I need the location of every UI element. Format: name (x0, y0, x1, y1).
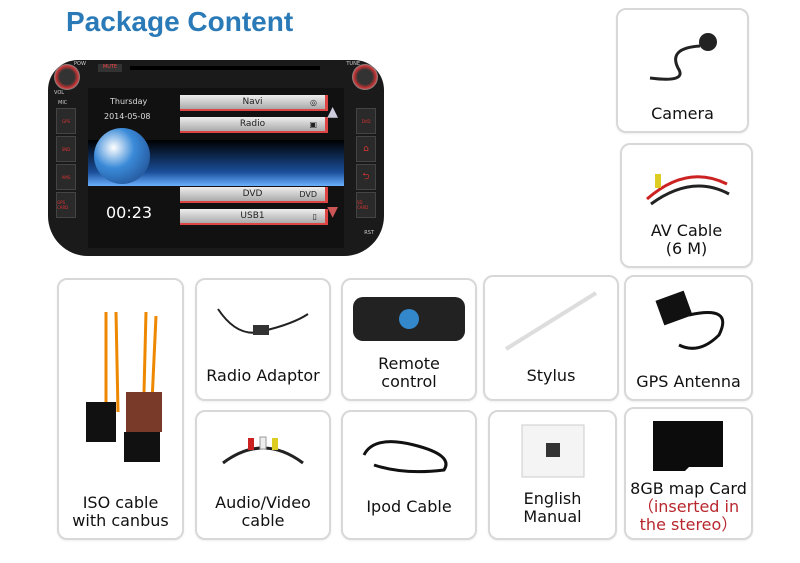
item-english-manual: English Manual (488, 410, 617, 540)
disc-slot (130, 66, 320, 70)
audio-video-cable-image (197, 412, 329, 494)
item-label: Audio/Video (215, 493, 311, 512)
clock-text: 00:23 (106, 203, 153, 222)
item-label: Remote (378, 354, 440, 373)
item-label: Stylus (526, 366, 576, 385)
back-button: ⮌ (356, 164, 376, 190)
tune-knob (352, 64, 378, 90)
item-label: Radio Adaptor (206, 366, 320, 385)
volume-knob (54, 64, 80, 90)
item-sublabel: control (381, 372, 437, 391)
day-text: Thursday (110, 97, 148, 106)
rst-label: RST (364, 230, 374, 236)
item-sublabel: cable (241, 511, 285, 530)
home-button: ⌂ (356, 136, 376, 162)
item-label: ISO cable (82, 493, 159, 512)
item-stylus: Stylus (483, 275, 619, 401)
stylus-image (485, 277, 617, 367)
mute-button: MUTE (98, 64, 122, 72)
radio-adaptor-image (197, 280, 329, 367)
av-cable-image (622, 145, 751, 222)
gps-card-slot: GPS CARD (56, 192, 76, 218)
tune-label: TUNE (346, 61, 360, 67)
item-note: the stereo） (639, 515, 738, 534)
sd-card-slot: SD CARD (356, 192, 376, 218)
sd-card-image (626, 409, 751, 480)
date-text: 2014-05-08 (104, 112, 151, 121)
menu-dvd: DVD DVD (180, 187, 328, 203)
gps-antenna-image (626, 277, 751, 373)
ams-button: AMS (56, 164, 76, 190)
gps-button: GPS (56, 108, 76, 134)
menu-label: Radio (239, 119, 266, 129)
usb-icon: ▯ (312, 211, 317, 221)
ipod-cable-image (343, 412, 475, 498)
item-label: AV Cable (650, 221, 723, 240)
radio-icon: ▣ (309, 119, 317, 129)
item-map-card: 8GB map Card （inserted in the stereo） (624, 407, 753, 540)
item-sublabel: with canbus (72, 511, 169, 530)
dvd-icon: DVD (299, 189, 317, 199)
item-av-cable: AV Cable (6 M) (620, 143, 753, 268)
item-iso-cable: ISO cable with canbus (57, 278, 184, 540)
dvd-button: DVD (356, 108, 376, 134)
page-title: Package Content (66, 6, 294, 37)
item-sublabel: (6 M) (665, 239, 708, 258)
item-label: 8GB map Card (630, 479, 747, 498)
navi-icon: ◎ (310, 97, 317, 107)
item-ipod-cable: Ipod Cable (341, 410, 477, 540)
menu-radio: Radio ▣ (180, 117, 328, 133)
snd-button: SND (56, 136, 76, 162)
menu-usb1: USB1 ▯ (180, 209, 328, 225)
menu-navi: Navi ◎ (180, 95, 328, 111)
scroll-down-icon: ▼ (327, 204, 338, 220)
vol-label: VOL (54, 90, 65, 96)
item-camera: Camera (616, 8, 749, 133)
car-stereo-image: POW TUNE VOL MIC RST MUTE GPS SND AMS GP… (48, 60, 384, 256)
item-gps-antenna: GPS Antenna (624, 275, 753, 401)
menu-label: Navi (242, 97, 263, 107)
menu-label: USB1 (240, 211, 265, 221)
remote-image (343, 280, 475, 355)
item-label: GPS Antenna (636, 372, 741, 391)
camera-image (618, 10, 747, 105)
globe-icon (94, 128, 150, 184)
iso-cable-image (59, 280, 182, 494)
item-radio-adaptor: Radio Adaptor (195, 278, 331, 401)
stereo-screen: Thursday 2014-05-08 00:23 Navi ◎ Radio ▣ D… (88, 88, 344, 248)
pow-label: POW (74, 61, 86, 67)
item-note: （inserted in (637, 497, 740, 516)
mic-label: MIC (58, 100, 68, 106)
item-label: English (523, 489, 582, 508)
item-label: Camera (651, 104, 714, 123)
scroll-up-icon: ▲ (327, 104, 338, 120)
item-remote: Remote control (341, 278, 477, 401)
item-sublabel: Manual (523, 507, 582, 526)
item-label: Ipod Cable (366, 497, 452, 516)
item-audio-video-cable: Audio/Video cable (195, 410, 331, 540)
menu-label: DVD (242, 189, 263, 199)
manual-image (490, 412, 615, 490)
